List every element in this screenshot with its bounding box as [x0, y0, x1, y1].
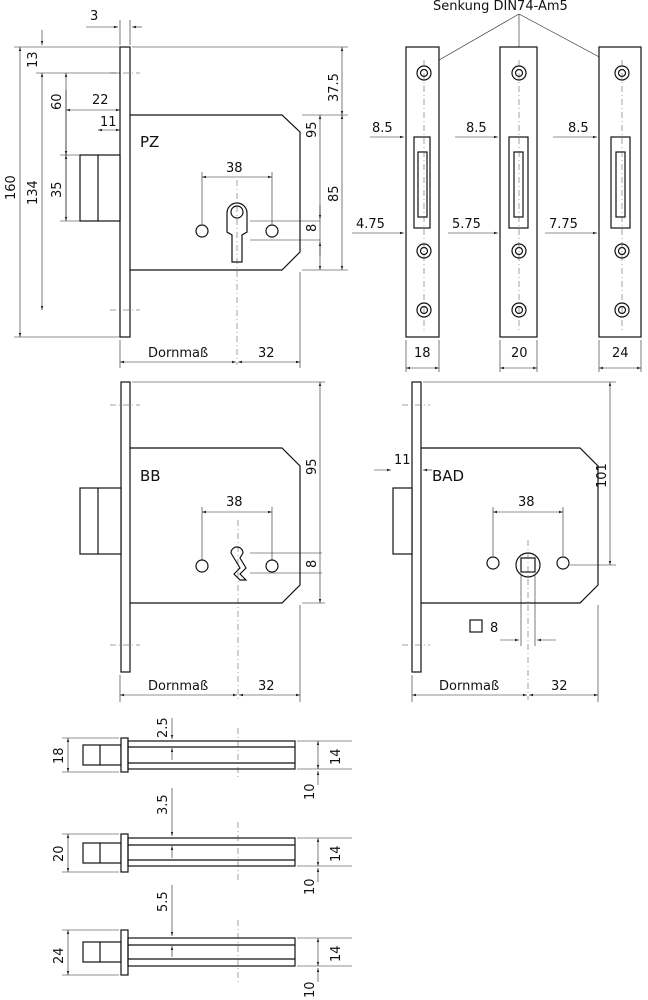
dim-faceplate: 3 — [90, 9, 98, 24]
dim-dornmass: Dornmaß — [148, 346, 208, 361]
faceplates-view: Senkung DIN74-Am5 8.5 8.5 8.5 — [352, 0, 642, 372]
bb-hole-spacing: 38 — [226, 495, 243, 510]
s1-offset: 2.5 — [156, 717, 171, 738]
bb-dornmass: Dornmaß — [148, 679, 208, 694]
dim-key-to-back: 32 — [258, 346, 275, 361]
plate2-width: 20 — [511, 346, 528, 361]
bb-key-to-back: 32 — [258, 679, 275, 694]
pz-left-hole — [195, 224, 209, 238]
s1-inner: 14 — [329, 748, 344, 765]
section-20: 20 3.5 14 10 — [52, 788, 352, 895]
pz-bolt — [79, 154, 121, 222]
s2-inner: 14 — [329, 845, 344, 862]
plate1-upper: 8.5 — [372, 121, 393, 136]
bb-label: BB — [140, 467, 161, 485]
pz-case — [130, 114, 301, 271]
s3-offset: 5.5 — [156, 891, 171, 912]
dim-total-height: 160 — [4, 175, 19, 200]
plate2-upper: 8.5 — [466, 121, 487, 136]
s2-offset: 3.5 — [156, 794, 171, 815]
bad-faceplate — [411, 381, 422, 673]
dim-top-offset: 13 — [26, 51, 41, 68]
bad-hole-spacing: 38 — [518, 495, 535, 510]
section-24: 24 5.5 14 10 — [52, 885, 352, 998]
bb-keyhole — [230, 546, 248, 581]
dim-key-to-bottom: 85 — [327, 185, 342, 202]
bb-case-height: 95 — [305, 458, 320, 475]
square-symbol — [469, 619, 483, 633]
dim-hole-spacing: 38 — [226, 161, 243, 176]
dim-cyl-offset: 8 — [305, 224, 320, 232]
bad-case-height: 101 — [595, 463, 610, 488]
s2-depth: 10 — [303, 878, 318, 895]
dim-bolt-height: 35 — [50, 181, 65, 198]
pz-label: PZ — [140, 133, 159, 151]
plate3-width: 24 — [612, 346, 629, 361]
senkung-label: Senkung DIN74-Am5 — [433, 0, 568, 14]
s2-width: 20 — [52, 845, 67, 862]
bad-label: BAD — [432, 467, 464, 485]
dim-case-height: 95 — [305, 121, 320, 138]
bad-square: 8 — [490, 621, 498, 636]
plate1-offset: 4.75 — [356, 217, 385, 232]
bb-faceplate — [120, 381, 131, 673]
pz-faceplate — [119, 46, 131, 338]
bb-bolt — [79, 487, 122, 555]
faceplate-20 — [499, 46, 538, 338]
dim-to-bolt-top: 60 — [50, 93, 65, 110]
pz-view: 3 22 11 38 Dornmaß 32 160 134 13 60 35 — [4, 9, 348, 368]
s3-width: 24 — [52, 947, 67, 964]
plate1-width: 18 — [414, 346, 431, 361]
s1-width: 18 — [52, 747, 67, 764]
bad-dornmass: Dornmaß — [439, 679, 499, 694]
bad-view: 11 38 101 8 Dornmaß 32 BAD — [374, 381, 616, 702]
dim-screws: 134 — [26, 180, 41, 205]
plate3-upper: 8.5 — [568, 121, 589, 136]
dim-backset-bolt: 22 — [92, 93, 109, 108]
bad-case — [421, 447, 599, 604]
section-18: 18 2.5 14 10 — [52, 717, 352, 800]
dim-bolt-projection: 11 — [100, 115, 117, 130]
bad-bolt — [392, 487, 413, 555]
plate3-offset: 7.75 — [549, 217, 578, 232]
bb-key-offset: 8 — [305, 560, 320, 568]
faceplate-24 — [598, 46, 642, 338]
faceplate-18 — [405, 46, 440, 338]
bad-key-to-back: 32 — [551, 679, 568, 694]
s3-inner: 14 — [329, 945, 344, 962]
bb-case — [130, 447, 301, 604]
s1-depth: 10 — [303, 783, 318, 800]
plate2-offset: 5.75 — [452, 217, 481, 232]
dim-top-to-key: 37.5 — [327, 73, 342, 102]
pz-right-hole — [265, 224, 279, 238]
bb-view: 38 95 8 Dornmaß 32 BB — [79, 381, 325, 702]
bad-bolt-dim: 11 — [394, 453, 411, 468]
s3-depth: 10 — [303, 981, 318, 998]
